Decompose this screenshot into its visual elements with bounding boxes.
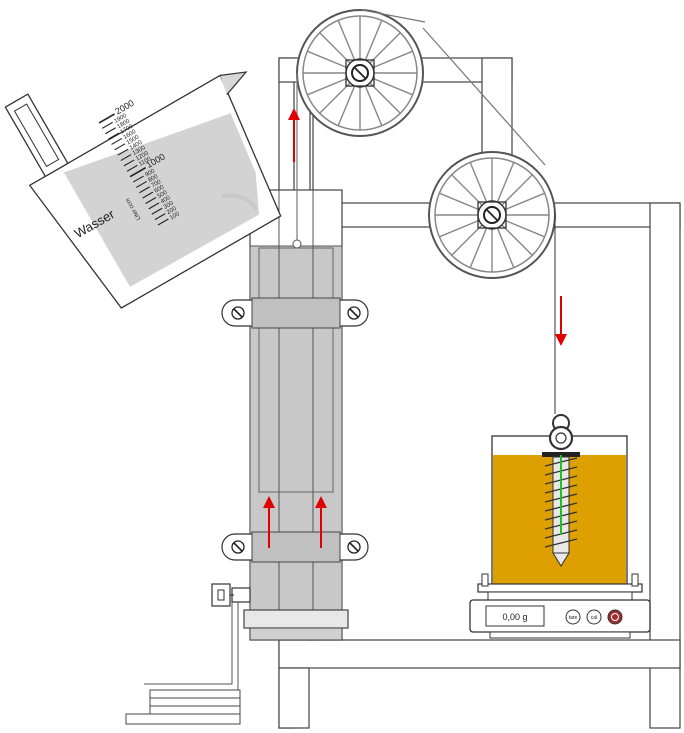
scale-label: 400	[160, 195, 172, 206]
pulley-spoke	[372, 77, 413, 96]
scale-tick	[108, 132, 120, 140]
pulley-spoke	[504, 192, 545, 211]
scale-tick	[120, 154, 132, 162]
tare-icon[interactable]	[565, 609, 581, 625]
jug-spout	[220, 71, 248, 96]
drain-valve	[125, 583, 251, 725]
pulley-lower	[428, 151, 556, 279]
pulley-spoke	[307, 50, 348, 69]
pulley-spoke	[337, 20, 356, 61]
pulley-spoke	[372, 50, 413, 69]
measuring-jug: Wasser	[4, 71, 282, 309]
scale-label: 900	[144, 168, 156, 179]
drain-pipe	[149, 602, 239, 700]
scale-tick	[132, 175, 144, 183]
rope-top-segment	[361, 9, 426, 23]
pulley-spoke	[504, 219, 545, 238]
pulley-spoke	[451, 174, 483, 206]
screw-head	[542, 452, 580, 457]
frame-bottom-bar	[278, 639, 681, 669]
pulley-spoke	[337, 85, 356, 126]
scale-tick	[111, 137, 123, 145]
scale-tick	[148, 202, 160, 210]
water-stream	[221, 193, 258, 211]
pulley-spoke	[501, 224, 533, 256]
clamp-lower	[221, 531, 369, 563]
pulley-spoke	[364, 85, 383, 126]
clamp-upper-band	[251, 297, 341, 329]
pulley-spoke	[319, 82, 351, 114]
pulley-spoke	[364, 20, 383, 61]
pulley-spoke	[469, 162, 488, 203]
scale-label: 100	[169, 211, 181, 222]
scale-label: 1100	[138, 156, 153, 168]
clamp-upper	[221, 297, 369, 329]
scale-tick	[101, 121, 113, 129]
tube-base-ring	[243, 609, 349, 629]
scale-tick	[117, 148, 129, 156]
pulley-spoke	[439, 192, 480, 211]
jug-water	[63, 113, 260, 287]
scale-tick	[114, 143, 126, 151]
scale-tick	[154, 213, 166, 221]
pulley-upper-bracket	[345, 59, 375, 87]
pulley-spoke	[319, 32, 351, 64]
scale-label: 200	[166, 206, 178, 217]
screw-thread	[544, 538, 578, 548]
scale-tick	[145, 197, 157, 204]
balance-readout: 0,00 g	[502, 612, 527, 622]
scale-tick	[136, 180, 147, 188]
scale-tick	[157, 218, 169, 226]
scale-label: 500	[157, 189, 169, 200]
jug-handle	[4, 93, 69, 178]
scale-label: 600	[154, 184, 166, 195]
rope-hook	[292, 239, 302, 249]
scale-tick	[151, 207, 163, 215]
rope-diagonal-segment	[422, 27, 546, 166]
scale-label: 300	[163, 200, 175, 211]
scale-tick	[123, 159, 135, 167]
cal-button-label: cal	[591, 615, 597, 621]
screw-tip	[552, 552, 570, 567]
balance-display	[485, 605, 545, 627]
pulley-spoke	[496, 227, 515, 268]
pulley-spoke	[496, 162, 515, 203]
pulley-spoke	[501, 174, 533, 206]
tare-button-label: tare	[569, 615, 578, 621]
scale-label: 800	[147, 173, 159, 184]
pulley-lower-bracket	[477, 201, 507, 229]
valve-body	[231, 587, 251, 603]
direction-arrows	[263, 108, 567, 548]
scale-tick	[126, 164, 138, 172]
scale-tick	[142, 191, 154, 199]
scale-label: 700	[151, 179, 163, 190]
tube-column	[243, 189, 349, 641]
pulley-upper	[296, 9, 424, 137]
scale-tick	[105, 127, 116, 135]
scale-tick	[129, 166, 147, 178]
pulley-spoke	[369, 82, 401, 114]
scale-tick	[98, 113, 116, 124]
base-step	[149, 689, 241, 699]
pulley-spoke	[307, 77, 348, 96]
frame-left-foot	[278, 667, 310, 729]
pulley-spoke	[369, 32, 401, 64]
rope	[292, 9, 556, 414]
balance-pan	[477, 583, 643, 593]
pulley-spoke	[439, 219, 480, 238]
pulley-spoke	[469, 227, 488, 268]
clamp-lower-band	[251, 531, 341, 563]
screw-anchor	[542, 414, 580, 567]
power-icon[interactable]	[607, 609, 623, 625]
pulley-spoke	[451, 224, 483, 256]
scale-tick	[139, 186, 151, 194]
tube-base	[249, 627, 343, 641]
cal-icon[interactable]	[586, 609, 602, 625]
